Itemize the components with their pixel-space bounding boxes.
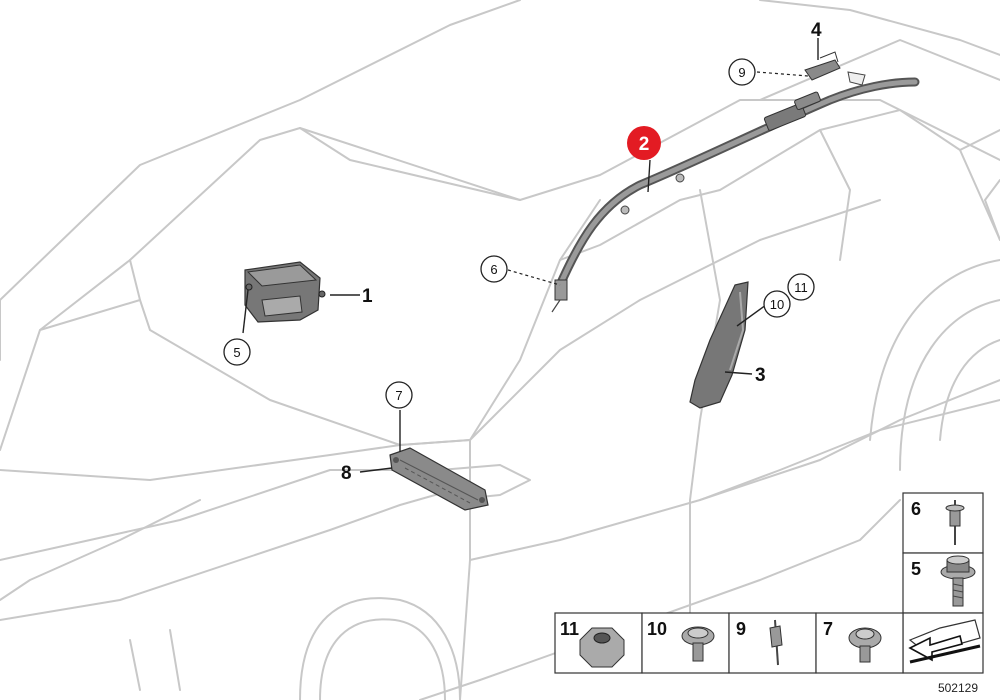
svg-text:10: 10 [770,297,784,312]
leader-lines [242,38,819,473]
passenger-airbag-part[interactable] [244,261,326,323]
airbag-bracket-part[interactable] [804,51,866,86]
pillar-airbag-part[interactable] [689,281,749,409]
callout-3[interactable]: 3 [755,365,766,386]
expanding-rivet-icon [769,619,783,666]
svg-text:7: 7 [395,388,402,403]
legend-label-11: 11 [560,619,579,639]
direction-arrow-icon [908,619,981,664]
curtain-airbag-part[interactable] [551,77,920,313]
legend-label-6: 6 [911,499,921,519]
drawing-number: 502129 [938,681,978,695]
circled-ref-11[interactable]: 11 [787,273,815,301]
callout-4[interactable]: 4 [811,20,822,41]
svg-text:11: 11 [794,280,808,295]
callout-8[interactable]: 8 [341,463,352,484]
fastener-legend: 6 5 11 10 9 7 [554,492,984,674]
legend-label-9: 9 [736,619,746,639]
hex-nut-icon [579,627,625,668]
svg-text:5: 5 [233,345,240,360]
blind-rivet-icon [945,500,965,545]
svg-text:9: 9 [738,65,745,80]
svg-text:6: 6 [490,262,497,277]
callout-1[interactable]: 1 [362,286,373,307]
callout-2-highlight[interactable]: 2 [627,126,661,160]
pan-screw-icon [848,627,882,663]
legend-label-10: 10 [647,619,667,639]
circled-ref-9[interactable]: 9 [728,58,756,86]
legend-label-7: 7 [823,619,833,639]
legend-label-5: 5 [911,559,921,579]
torx-screw-icon [681,626,715,662]
circled-ref-10[interactable]: 10 [763,290,791,318]
circled-ref-7[interactable]: 7 [385,381,413,409]
circled-ref-5[interactable]: 5 [223,338,251,366]
flange-screw-icon [940,555,976,607]
callout-2[interactable]: 2 [639,134,650,155]
circled-ref-6[interactable]: 6 [480,255,508,283]
knee-airbag-part[interactable] [389,447,489,511]
